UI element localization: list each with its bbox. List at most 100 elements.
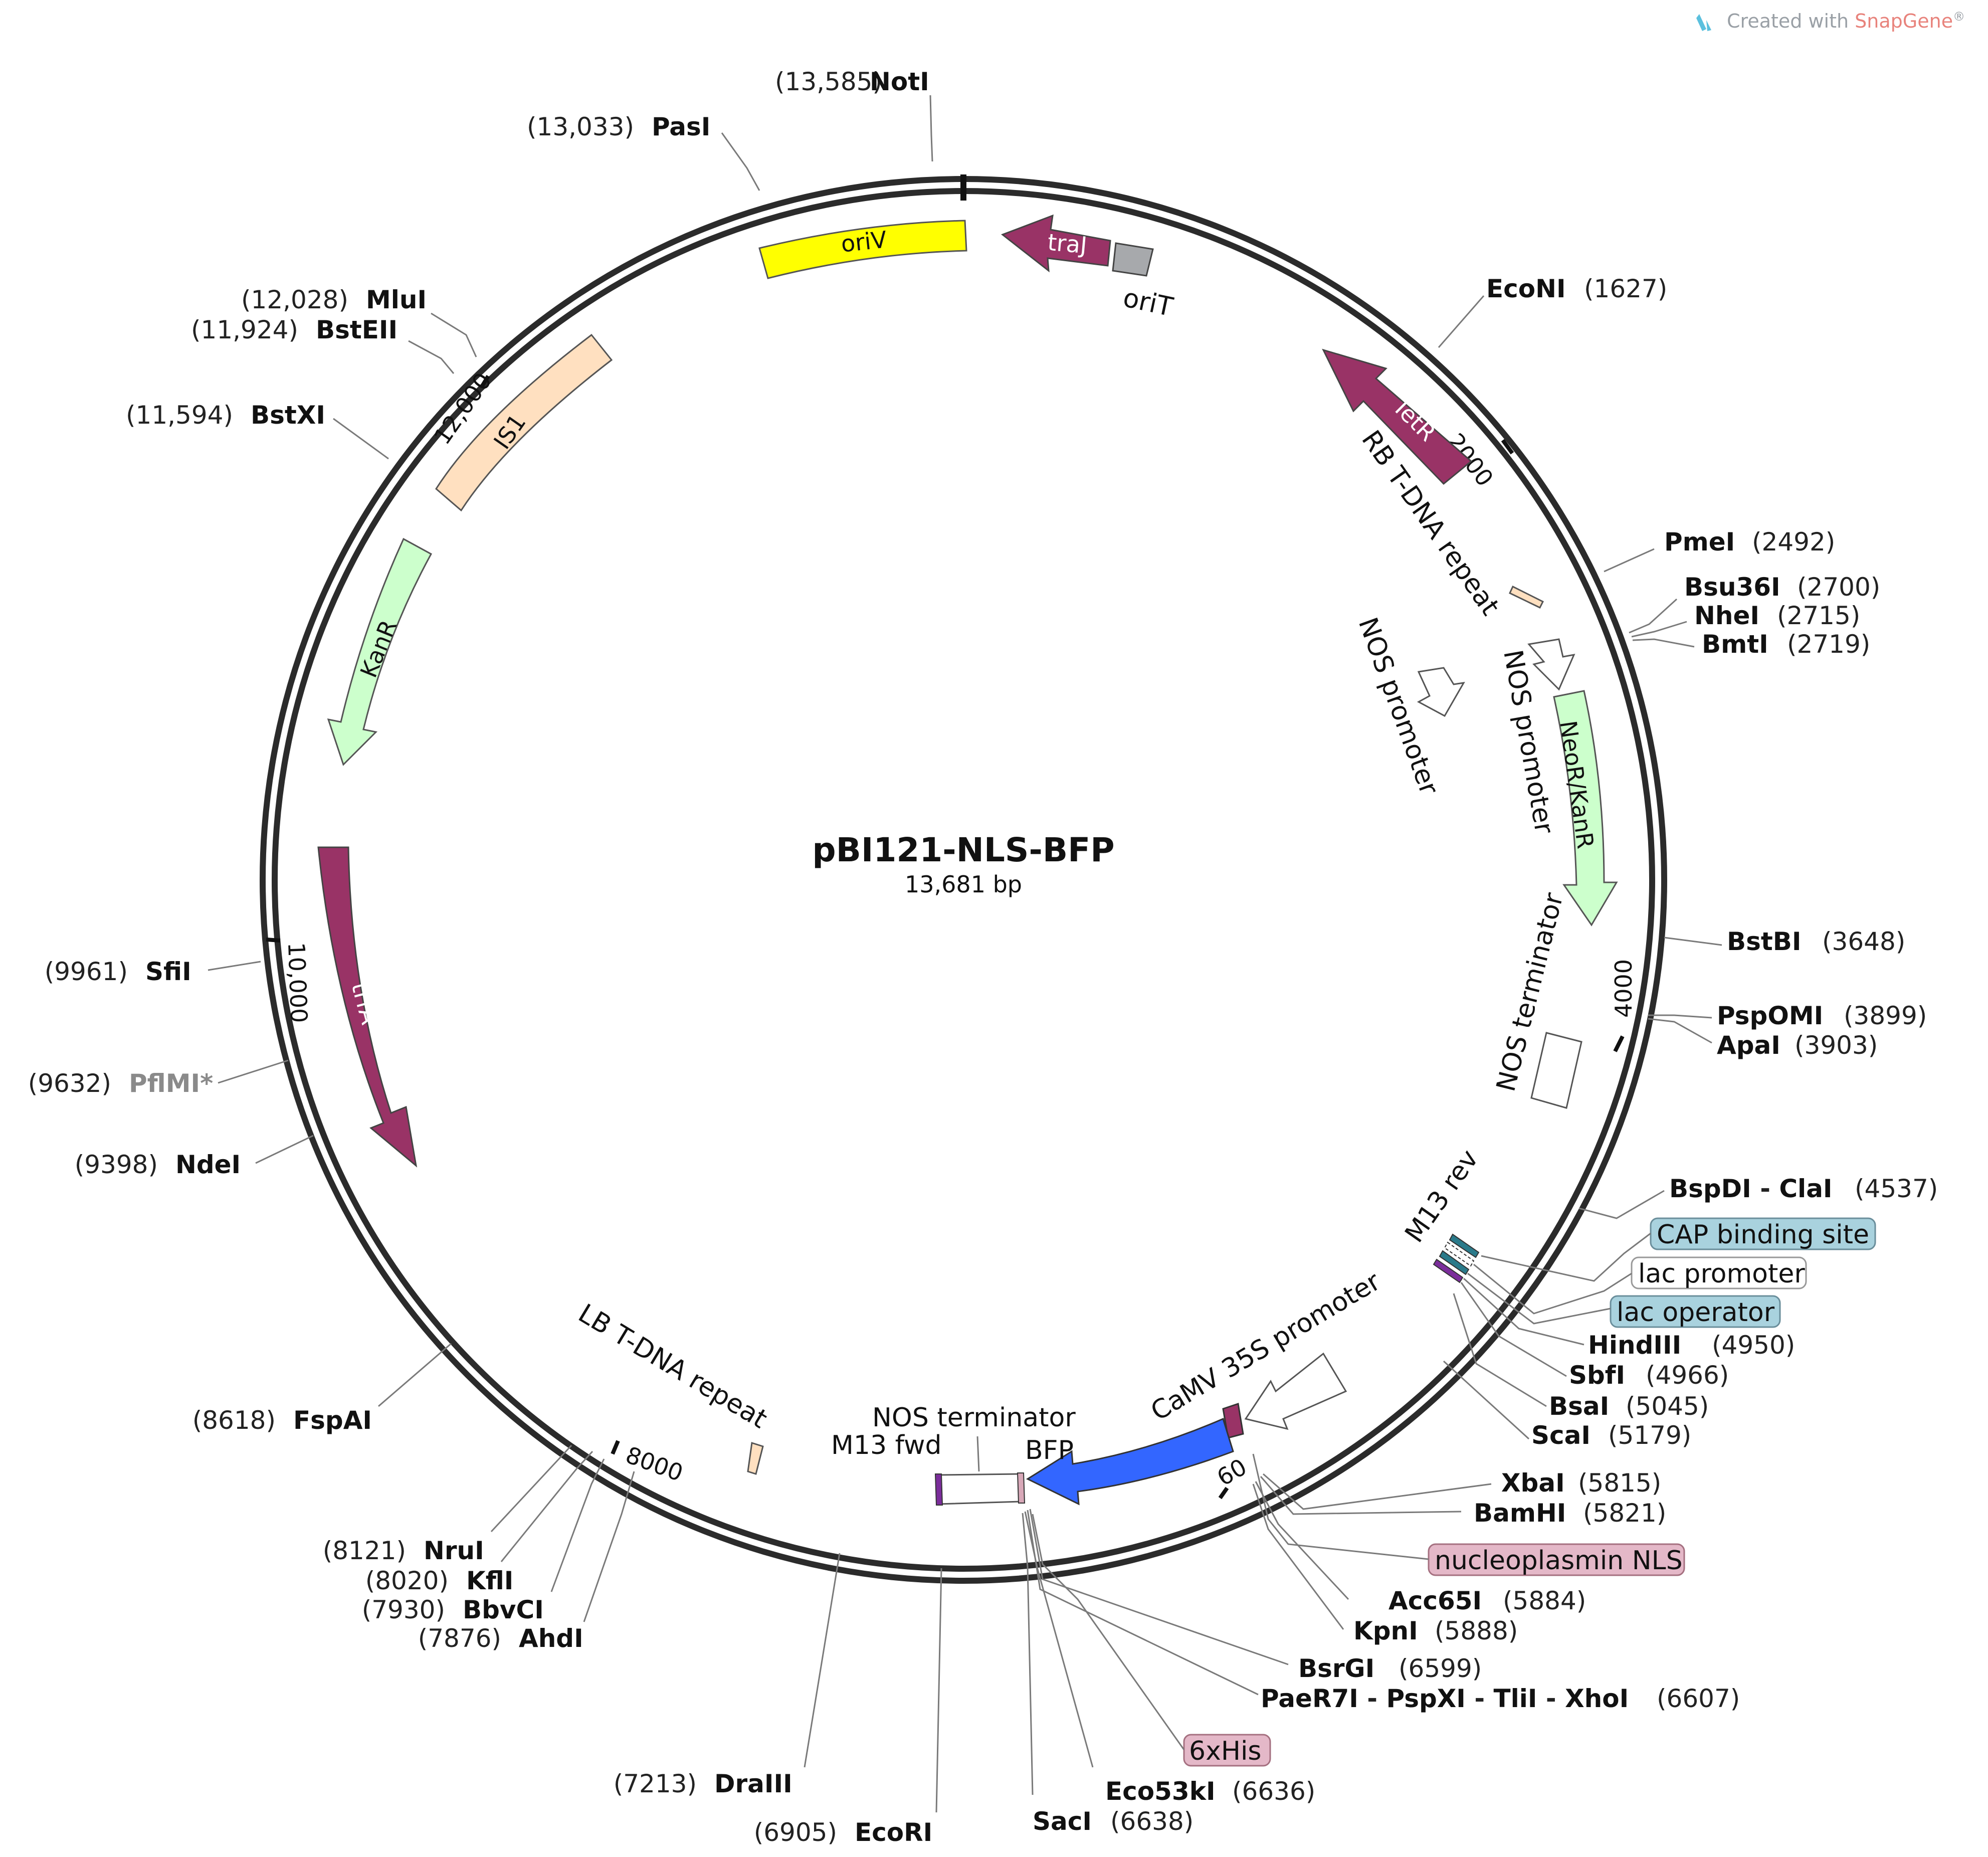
site-kfli[interactable]: (8020) KflI <box>365 1450 593 1595</box>
tick-6000: 60 <box>1213 1453 1252 1500</box>
feature-label-m13-fwd: M13 fwd <box>831 1430 942 1460</box>
site-bsteii-name: BstEII <box>316 315 397 344</box>
site-pflmi-name: PflMI* <box>129 1069 213 1098</box>
feature-6xhis[interactable]: 6xHis <box>1032 1514 1271 1767</box>
svg-text:PaeR7I - PspXI - TliI - XhoI: PaeR7I - PspXI - TliI - XhoI <box>1261 1684 1629 1713</box>
site-pspomi-name: PspOMI <box>1717 1001 1823 1030</box>
site-kpni[interactable]: KpnI (5888) <box>1252 1483 1518 1645</box>
site-bsrgi[interactable]: BsrGI (6599) <box>1029 1509 1482 1683</box>
feature-label-nos-terminator-2: NOS terminator <box>872 1403 1076 1433</box>
site-ndei[interactable]: (9398) NdeI <box>75 1135 314 1179</box>
site-acc65i[interactable]: Acc65I (5884) <box>1255 1481 1586 1615</box>
site-pflmi[interactable]: (9632) PflMI* <box>28 1059 289 1098</box>
site-pspomi[interactable]: PspOMI (3899) <box>1648 1001 1927 1030</box>
site-sfii[interactable]: (9961) SfiI <box>45 957 261 986</box>
site-bstxi-name: BstXI <box>251 401 325 430</box>
site-bamhi[interactable]: BamHI (5821) <box>1260 1476 1666 1528</box>
site-bmti[interactable]: BmtI (2719) <box>1632 630 1870 659</box>
credit-mark: ® <box>1953 10 1965 24</box>
site-noti-pos: (13,585) <box>775 67 882 96</box>
site-bstxi[interactable]: (11,594) BstXI <box>126 401 389 460</box>
feature-label-lac-operator: lac operator <box>1617 1297 1775 1328</box>
tick-label-6000: 60 <box>1213 1453 1252 1491</box>
site-bsteii[interactable]: (11,924) BstEII <box>191 315 455 374</box>
site-hindiii[interactable]: HindIII (4950) <box>1463 1277 1795 1360</box>
feature-camv-35s-promoter[interactable]: CaMV 35S promoter <box>1146 1266 1386 1430</box>
site-fspai-pos: (8618) <box>192 1406 276 1435</box>
feature-oriv[interactable]: oriV <box>758 220 967 279</box>
feature-traj[interactable]: traJ <box>1001 214 1111 273</box>
site-bspdi-pos: (4537) <box>1855 1174 1938 1203</box>
site-pflmi-pos: (9632) <box>28 1069 111 1098</box>
feature-label-nucleoplasmin-nls: nucleoplasmin NLS <box>1435 1546 1683 1576</box>
feature-nos-terminator-1[interactable]: NOS terminator <box>1491 889 1582 1109</box>
site-sbfi[interactable]: SbfI (4966) <box>1460 1282 1729 1390</box>
site-sfii-name: SfiI <box>145 957 191 986</box>
site-nhei-pos: (2715) <box>1777 601 1860 630</box>
feature-label-bfp: BFP <box>1025 1435 1074 1465</box>
site-pmei[interactable]: PmeI (2492) <box>1604 527 1835 573</box>
site-econi[interactable]: EcoNI (1627) <box>1438 274 1667 348</box>
site-paer7i-sep3: - <box>1537 1684 1565 1713</box>
site-apai[interactable]: ApaI (3903) <box>1648 1018 1878 1060</box>
site-eco53ki-pos: (6636) <box>1232 1777 1315 1806</box>
site-mlui[interactable]: (12,028) MluI <box>241 285 477 357</box>
site-fspai[interactable]: (8618) FspAI <box>192 1343 452 1435</box>
site-ecori-pos: (6905) <box>754 1818 837 1847</box>
feature-nos-terminator-2[interactable]: NOS terminator M13 fwd <box>831 1403 1076 1506</box>
tick-4000: 4000 <box>1610 959 1637 1052</box>
feature-orit[interactable]: oriT <box>1112 242 1175 322</box>
site-nrui[interactable]: (8121) NruI <box>323 1444 572 1565</box>
site-bstbi-name: BstBI <box>1727 927 1802 956</box>
site-xbai[interactable]: XbaI (5815) <box>1263 1468 1661 1510</box>
site-saci-name: SacI <box>1033 1807 1092 1836</box>
feature-neor-kanr[interactable]: NeoR/KanR <box>1553 690 1618 926</box>
feature-bfp[interactable]: BFP <box>1025 1417 1234 1506</box>
feature-lac-promoter[interactable]: lac promoter <box>1473 1256 1807 1315</box>
site-bbvci[interactable]: (7930) BbvCI <box>362 1458 605 1624</box>
feature-nucleoplasmin-nls[interactable]: nucleoplasmin NLS <box>1252 1453 1685 1576</box>
site-nhei[interactable]: NheI (2715) <box>1631 601 1860 638</box>
site-sbfi-pos: (4966) <box>1646 1361 1729 1390</box>
site-draiii[interactable]: (7213) DraIII <box>614 1553 841 1798</box>
site-noti[interactable]: (13,585) NotI <box>775 67 933 162</box>
site-eco53ki-name: Eco53kI <box>1105 1777 1216 1806</box>
feature-lac-operator[interactable]: lac operator <box>1467 1272 1781 1328</box>
site-ahdi-pos: (7876) <box>418 1624 501 1653</box>
plasmid-length: 13,681 bp <box>905 871 1022 898</box>
feature-cap-binding-site[interactable]: CAP binding site <box>1481 1217 1876 1282</box>
site-eco53ki[interactable]: Eco53kI (6636) <box>1024 1511 1315 1806</box>
site-bmti-pos: (2719) <box>1787 630 1870 659</box>
site-kfli-pos: (8020) <box>365 1566 449 1595</box>
site-mlui-name: MluI <box>366 285 427 314</box>
site-saci[interactable]: SacI (6638) <box>1022 1513 1194 1836</box>
site-bspdi-sep: - <box>1751 1174 1779 1203</box>
site-bstbi[interactable]: BstBI (3648) <box>1664 927 1905 956</box>
site-scai[interactable]: ScaI (5179) <box>1443 1360 1691 1450</box>
site-bsai[interactable]: BsaI (5045) <box>1453 1293 1709 1421</box>
site-pasi[interactable]: (13,033) PasI <box>527 112 760 191</box>
feature-nos-promoter-1[interactable]: NOS promoter <box>1352 614 1465 799</box>
site-bsu36i[interactable]: Bsu36I (2700) <box>1629 573 1880 634</box>
site-paer7i-group[interactable]: PaeR7I - PspXI - TliI - XhoI (6607) <box>1027 1510 1740 1713</box>
site-bspdi-name: BspDI <box>1669 1174 1751 1203</box>
tick-10000: 10,000 <box>266 938 313 1023</box>
site-apai-name: ApaI <box>1717 1031 1780 1060</box>
site-pspomi-pos: (3899) <box>1844 1001 1927 1030</box>
site-bsu36i-pos: (2700) <box>1797 573 1880 602</box>
site-ahdi[interactable]: (7876) AhdI <box>418 1471 635 1653</box>
feature-trfa[interactable]: trfA <box>317 846 418 1168</box>
site-noti-name: NotI <box>870 67 929 96</box>
svg-text:BspDI - ClaI: BspDI - ClaI <box>1669 1174 1833 1203</box>
feature-lb-tdna-repeat[interactable]: LB T-DNA repeat <box>573 1298 772 1475</box>
site-sbfi-name: SbfI <box>1569 1361 1625 1390</box>
site-nhei-name: NheI <box>1694 601 1759 630</box>
site-ecori[interactable]: (6905) EcoRI <box>754 1568 942 1847</box>
feature-label-oriv: oriV <box>840 226 888 257</box>
site-pasi-pos: (13,033) <box>527 112 634 141</box>
feature-m13-rev[interactable]: M13 rev <box>1399 1145 1484 1283</box>
site-kfli-name: KflI <box>466 1566 513 1595</box>
site-nrui-pos: (8121) <box>323 1536 406 1565</box>
site-bspdi-clai[interactable]: BspDI - ClaI (4537) <box>1578 1174 1938 1219</box>
site-bamhi-pos: (5821) <box>1583 1499 1666 1528</box>
